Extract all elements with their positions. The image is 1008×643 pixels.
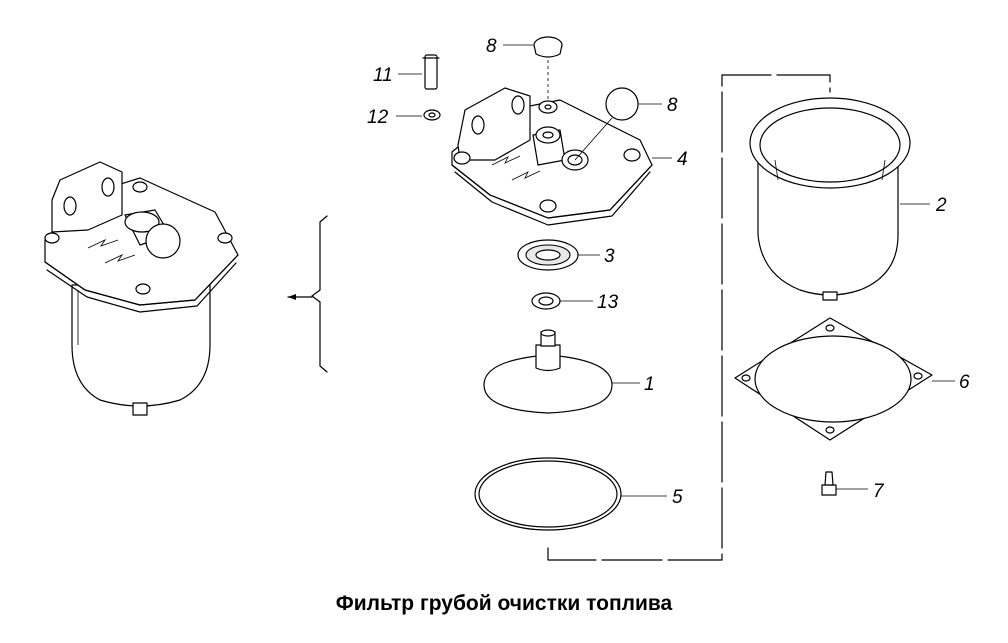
label-1: 1 [644, 374, 655, 395]
bolt-icon [422, 54, 440, 90]
gasket-ring-icon [517, 239, 579, 271]
drain-plug-icon [821, 471, 837, 496]
gasket-ring-icon [734, 317, 933, 441]
group-brace [311, 215, 328, 373]
label-13: 13 [597, 292, 619, 313]
plug-icon [533, 36, 563, 58]
filter-bowl-icon [749, 97, 911, 301]
label-4: 4 [677, 149, 688, 170]
o-ring-icon [474, 457, 622, 531]
group-bracket [547, 74, 831, 561]
label-8-top: 8 [486, 36, 497, 57]
washer-icon [423, 109, 441, 121]
label-7: 7 [873, 481, 885, 502]
label-12: 12 [367, 107, 389, 128]
label-3: 3 [604, 246, 615, 267]
label-6: 6 [959, 372, 970, 393]
assembled-filter-icon [44, 161, 239, 416]
leader-lines [396, 44, 955, 497]
label-8-side: 8 [667, 95, 678, 116]
reflector-disc-icon [483, 329, 613, 414]
diagram-title: Фильтр грубой очистки топлива [335, 592, 673, 615]
o-ring-icon [531, 292, 561, 310]
label-11: 11 [373, 65, 393, 86]
label-2: 2 [935, 195, 947, 216]
label-5: 5 [672, 487, 683, 508]
plug-icon [605, 87, 639, 121]
